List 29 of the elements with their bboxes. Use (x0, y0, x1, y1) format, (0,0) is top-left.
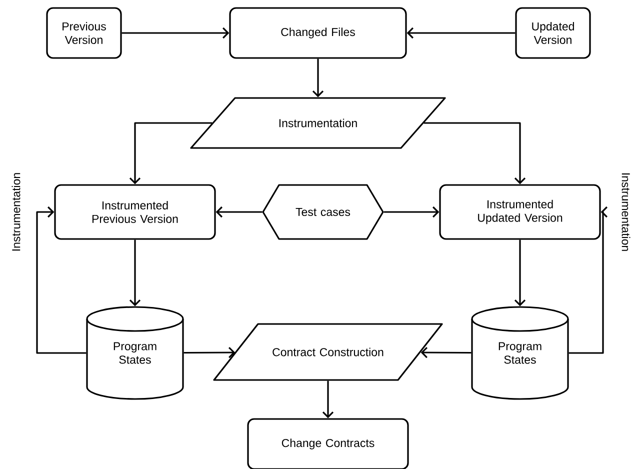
arrow (216, 206, 262, 218)
io-parallelogram: Instrumentation (190, 97, 446, 149)
arrow (129, 122, 212, 184)
arrow (36, 206, 86, 354)
arrow (129, 240, 141, 306)
arrow (514, 240, 526, 306)
arrow (312, 58, 324, 98)
arrow (568, 206, 608, 354)
arrow (122, 27, 230, 39)
edge-label: Instrumentation (10, 171, 22, 253)
arrow (184, 346, 236, 358)
arrow (322, 380, 334, 418)
arrow (424, 122, 526, 184)
database-cylinder: Program States (86, 306, 184, 400)
node-label: Program States (114, 342, 156, 364)
process-box: Instrumented Updated Version (439, 184, 601, 240)
edge-label: Instrumentation (620, 171, 632, 253)
arrow (384, 206, 440, 218)
process-box: Previous Version (46, 7, 122, 59)
process-box: Change Contracts (247, 418, 409, 469)
database-cylinder: Program States (471, 306, 569, 400)
preparation-hexagon: Test cases (262, 184, 384, 240)
node-label: Program States (498, 342, 542, 364)
process-box: Instrumented Previous Version (54, 184, 216, 240)
arrow (420, 346, 472, 358)
process-box: Updated Version (515, 7, 591, 59)
arrow (406, 27, 516, 39)
process-box: Changed Files (229, 7, 407, 59)
io-parallelogram: Contract Construction (213, 323, 443, 381)
